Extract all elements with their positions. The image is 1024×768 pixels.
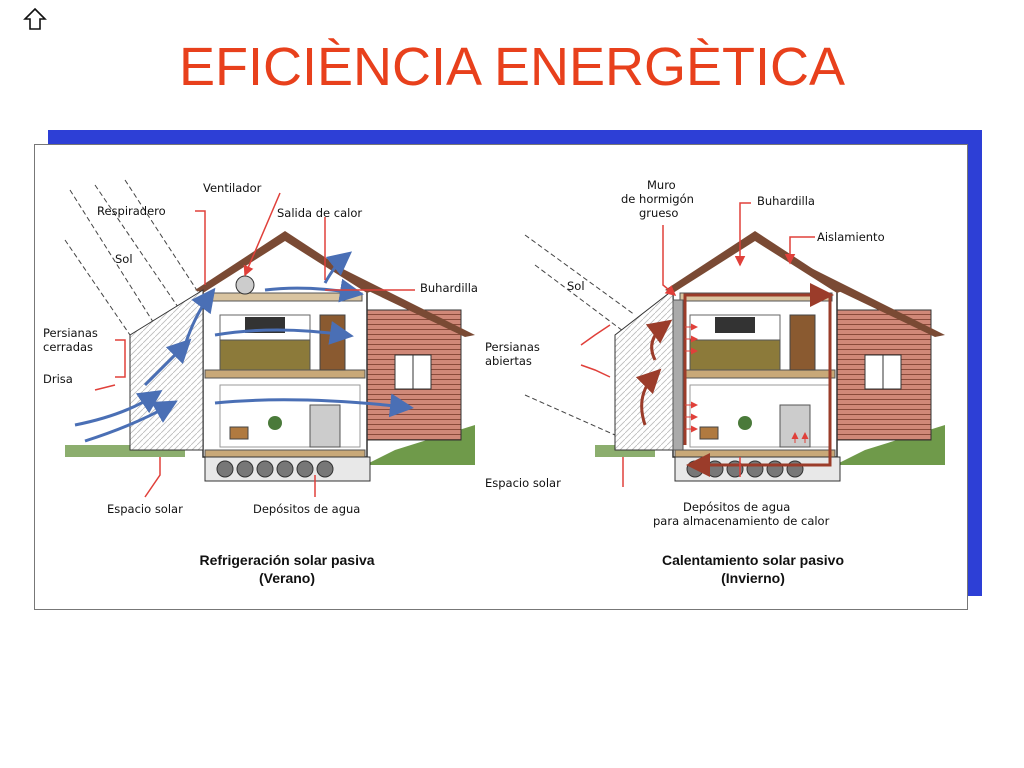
label-grueso: grueso bbox=[639, 206, 678, 220]
label-buhardilla-winter: Buhardilla bbox=[757, 194, 815, 208]
caption-winter-season: (Invierno) bbox=[721, 570, 785, 586]
summer-house bbox=[64, 179, 475, 482]
fan-icon bbox=[235, 275, 255, 295]
label-buhardilla: Buhardilla bbox=[420, 281, 478, 295]
concrete-wall bbox=[672, 299, 684, 451]
caption-summer-season: (Verano) bbox=[259, 570, 315, 586]
label-abiertas: abiertas bbox=[485, 354, 532, 368]
label-drisa: Drisa bbox=[43, 372, 73, 386]
label-aislamiento: Aislamiento bbox=[817, 230, 885, 244]
label-hormigon: de hormigón bbox=[621, 192, 694, 206]
solar-space bbox=[129, 289, 204, 451]
label-almacenamiento: para almacenamiento de calor bbox=[653, 514, 830, 528]
caption-summer: Refrigeración solar pasiva bbox=[199, 552, 374, 568]
label-espacio-solar-winter: Espacio solar bbox=[485, 476, 561, 490]
solar-house-diagram: Ventilador Respiradero Salida de calor S… bbox=[43, 178, 945, 586]
label-respiradero: Respiradero bbox=[97, 204, 166, 218]
caption-winter: Calentamiento solar pasivo bbox=[662, 552, 844, 568]
label-persianas-winter: Persianas bbox=[485, 340, 540, 354]
label-depositos: Depósitos de agua bbox=[253, 502, 360, 516]
label-sol-winter: Sol bbox=[567, 279, 585, 293]
label-depositos-winter: Depósitos de agua bbox=[683, 500, 790, 514]
up-arrow-outline-icon[interactable] bbox=[22, 6, 48, 32]
diagram-frame: Ventilador Respiradero Salida de calor S… bbox=[34, 144, 968, 610]
label-ventilador: Ventilador bbox=[203, 181, 262, 195]
label-espacio-solar: Espacio solar bbox=[107, 502, 183, 516]
page-title: EFICIÈNCIA ENERGÈTICA bbox=[178, 37, 846, 97]
label-sol: Sol bbox=[115, 252, 133, 266]
label-persianas: Persianas bbox=[43, 326, 98, 340]
label-cerradas: cerradas bbox=[43, 340, 93, 354]
label-salida-calor: Salida de calor bbox=[277, 206, 362, 220]
label-muro: Muro bbox=[647, 178, 676, 192]
winter-house bbox=[524, 231, 945, 482]
